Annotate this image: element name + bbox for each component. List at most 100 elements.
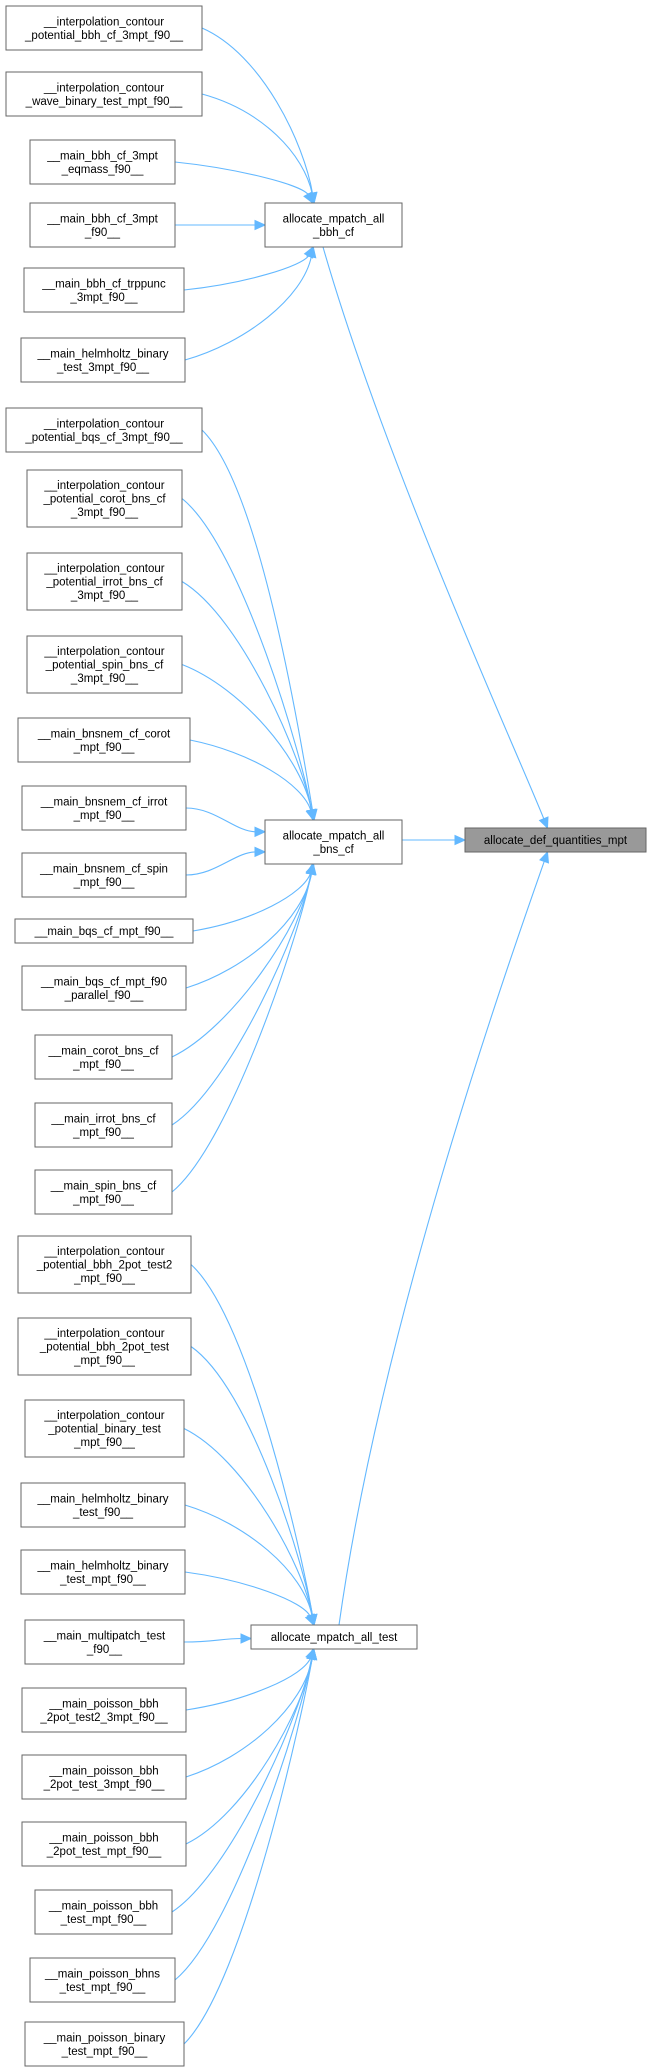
caller-node-c7[interactable]: __interpolation_contour_potential_bqs_cf… bbox=[5, 407, 203, 453]
caller-node-c29[interactable]: __main_poisson_bhns_test_mpt_f90__ bbox=[29, 1957, 176, 2003]
node-label-line: _2pot_test_3mpt_f90__ bbox=[43, 1779, 165, 1791]
caller-node-c18[interactable]: __main_spin_bns_cf_mpt_f90__ bbox=[34, 1169, 173, 1215]
caller-node-c1[interactable]: __interpolation_contour_potential_bbh_cf… bbox=[5, 5, 203, 51]
node-box bbox=[29, 1957, 176, 2003]
node-box bbox=[20, 1549, 186, 1595]
edge-c6-to-bbh-line bbox=[184, 255, 313, 361]
node-label-line: _f90__ bbox=[84, 227, 121, 239]
node-label-line: _bbh_cf bbox=[312, 227, 355, 239]
node-label-line: _potential_bqs_cf_3mpt_f90__ bbox=[24, 432, 183, 444]
edge-c24-to-test-arrowhead bbox=[240, 1633, 253, 1644]
function-node-bns[interactable]: allocate_mpatch_all_bns_cf bbox=[264, 819, 403, 865]
edge-c28-to-test-line bbox=[171, 1657, 313, 1913]
edge-c9-to-bns bbox=[181, 581, 317, 822]
edge-c13-to-bns-arrowhead bbox=[254, 846, 267, 858]
caller-node-c28[interactable]: __main_poisson_bbh_test_mpt_f90__ bbox=[34, 1889, 173, 1935]
caller-node-c9[interactable]: __interpolation_contour_potential_irrot_… bbox=[26, 552, 183, 611]
edge-test-to-target-line bbox=[338, 860, 546, 1626]
node-label-line: __main_bbh_cf_3mpt bbox=[46, 213, 158, 225]
node-box bbox=[264, 202, 403, 248]
node-label-line: _mpt_f90__ bbox=[73, 1355, 135, 1367]
caller-node-c13[interactable]: __main_bnsnem_cf_spin_mpt_f90__ bbox=[21, 852, 187, 898]
edge-c24-to-test-line bbox=[183, 1637, 243, 1643]
caller-node-c5[interactable]: __main_bbh_cf_trppunc_3mpt_f90__ bbox=[23, 267, 185, 313]
node-label-line: allocate_def_quantities_mpt bbox=[484, 835, 628, 847]
caller-node-c19[interactable]: __interpolation_contour _potential_bbh_2p… bbox=[17, 1235, 192, 1294]
node-label-line: _mpt_f90__ bbox=[73, 1437, 135, 1449]
node-box bbox=[20, 337, 186, 383]
node-label-line: __main_poisson_binary bbox=[43, 2032, 166, 2044]
node-label-line: _wave_binary_test_mpt_f90__ bbox=[25, 96, 183, 108]
edge-c5-to-bbh-line bbox=[183, 254, 310, 291]
node-box bbox=[26, 635, 183, 694]
caller-node-c11[interactable]: __main_bnsnem_cf_corot _mpt_f90__ bbox=[17, 717, 191, 763]
node-label-line: __interpolation_contour bbox=[43, 480, 164, 492]
node-label-line: _mpt_f90__ bbox=[73, 1273, 135, 1285]
node-box bbox=[21, 965, 187, 1011]
node-label-line: _potential_bbh_2pot_test2 bbox=[36, 1260, 173, 1272]
caller-node-c3[interactable]: __main_bbh_cf_3mpt_eqmass_f90__ bbox=[29, 139, 176, 185]
node-label-line: __interpolation_contour bbox=[43, 1328, 164, 1340]
edge-c14-to-bns-line bbox=[192, 872, 312, 932]
caller-node-c23[interactable]: __main_helmholtz_binary_test_mpt_f90__ bbox=[20, 1549, 186, 1595]
caller-node-c8[interactable]: __interpolation_contour_potential_corot_… bbox=[26, 469, 183, 528]
edge-c3-to-bbh-line bbox=[174, 161, 309, 196]
node-label-line: __interpolation_contour bbox=[43, 1246, 164, 1258]
target-node[interactable]: allocate_def_quantities_mpt bbox=[464, 827, 647, 853]
node-box bbox=[21, 785, 187, 831]
caller-node-c12[interactable]: __main_bnsnem_cf_irrot_mpt_f90__ bbox=[21, 785, 187, 831]
node-box bbox=[34, 1889, 173, 1935]
edge-c27-to-test bbox=[185, 1647, 318, 1845]
node-label-line: __main_bnsnem_cf_spin bbox=[39, 863, 168, 875]
edge-c25-to-test bbox=[185, 1647, 316, 1711]
edge-c18-to-bns-line bbox=[171, 872, 312, 1193]
node-box bbox=[26, 552, 183, 611]
caller-node-c26[interactable]: __main_poisson_bbh_2pot_test_3mpt_f90__ bbox=[21, 1754, 187, 1800]
edge-c7-to-bns-line bbox=[201, 429, 314, 812]
caller-node-c30[interactable]: __main_poisson_binary_test_mpt_f90__ bbox=[24, 2021, 185, 2067]
node-label-line: __interpolation_contour bbox=[43, 646, 164, 658]
node-label-line: _mpt_f90__ bbox=[73, 742, 135, 754]
edge-c11-to-bns bbox=[189, 739, 316, 822]
caller-node-c4[interactable]: __main_bbh_cf_3mpt _f90__ bbox=[29, 202, 176, 248]
caller-node-c24[interactable]: __main_multipatch_test_f90__ bbox=[24, 1619, 185, 1665]
node-box bbox=[464, 827, 647, 853]
node-label-line: _mpt_f90__ bbox=[72, 1194, 134, 1206]
edge-c10-to-bns-line bbox=[181, 663, 313, 812]
function-node-bbh[interactable]: allocate_mpatch_all_bbh_cf bbox=[264, 202, 403, 248]
edge-c23-to-test bbox=[184, 1571, 315, 1627]
node-label-line: __main_poisson_bhns bbox=[44, 1968, 160, 1980]
edge-c21-to-test bbox=[183, 1428, 318, 1627]
node-box bbox=[250, 1624, 418, 1650]
caller-node-c6[interactable]: __main_helmholtz_binary_test_3mpt_f90__ bbox=[20, 337, 186, 383]
caller-node-c22[interactable]: __main_helmholtz_binary_test_f90__ bbox=[20, 1482, 186, 1528]
caller-node-c15[interactable]: __main_bqs_cf_mpt_f90_parallel_f90__ bbox=[21, 965, 187, 1011]
node-box bbox=[264, 819, 403, 865]
node-label-line: _potential_bbh_2pot_test bbox=[39, 1342, 170, 1354]
edge-c22-to-test-line bbox=[184, 1504, 313, 1617]
edge-c5-to-bbh bbox=[183, 245, 314, 291]
edge-c6-to-bbh bbox=[184, 245, 317, 361]
function-node-test[interactable]: allocate_mpatch_all_test bbox=[250, 1624, 418, 1650]
node-label-line: __main_bnsnem_cf_corot bbox=[37, 728, 171, 740]
caller-node-c27[interactable]: __main_poisson_bbh_2pot_test_mpt_f90__ bbox=[21, 1821, 187, 1867]
edge-c12-to-bns-arrowhead bbox=[254, 826, 267, 838]
caller-node-c25[interactable]: __main_poisson_bbh_2pot_test2_3mpt_f90__ bbox=[21, 1687, 187, 1733]
edge-c30-to-test bbox=[183, 1647, 318, 2045]
edge-c21-to-test-line bbox=[183, 1428, 313, 1617]
edge-c23-to-test-line bbox=[184, 1571, 311, 1617]
caller-node-c14[interactable]: __main_bqs_cf_mpt_f90__ bbox=[14, 918, 194, 944]
caller-node-c21[interactable]: __interpolation_contour_potential_binary… bbox=[24, 1399, 185, 1458]
caller-node-c10[interactable]: __interpolation_contour_potential_spin_b… bbox=[26, 635, 183, 694]
node-box bbox=[24, 2021, 185, 2067]
node-label-line: _f90__ bbox=[86, 1644, 123, 1656]
edge-c28-to-test bbox=[171, 1647, 317, 1913]
nodes: __interpolation_contour_potential_bbh_cf… bbox=[5, 5, 647, 2067]
edge-c12-to-bns bbox=[185, 807, 267, 838]
caller-node-c2[interactable]: __interpolation_contour_wave_binary_test… bbox=[5, 71, 203, 117]
caller-node-c17[interactable]: __main_irrot_bns_cf_mpt_f90__ bbox=[34, 1102, 173, 1148]
caller-node-c20[interactable]: __interpolation_contour _potential_bbh_2p… bbox=[17, 1317, 192, 1376]
caller-node-c16[interactable]: __main_corot_bns_cf_mpt_f90__ bbox=[34, 1034, 173, 1080]
edge-c9-to-bns-line bbox=[181, 581, 313, 812]
node-box bbox=[29, 202, 176, 248]
